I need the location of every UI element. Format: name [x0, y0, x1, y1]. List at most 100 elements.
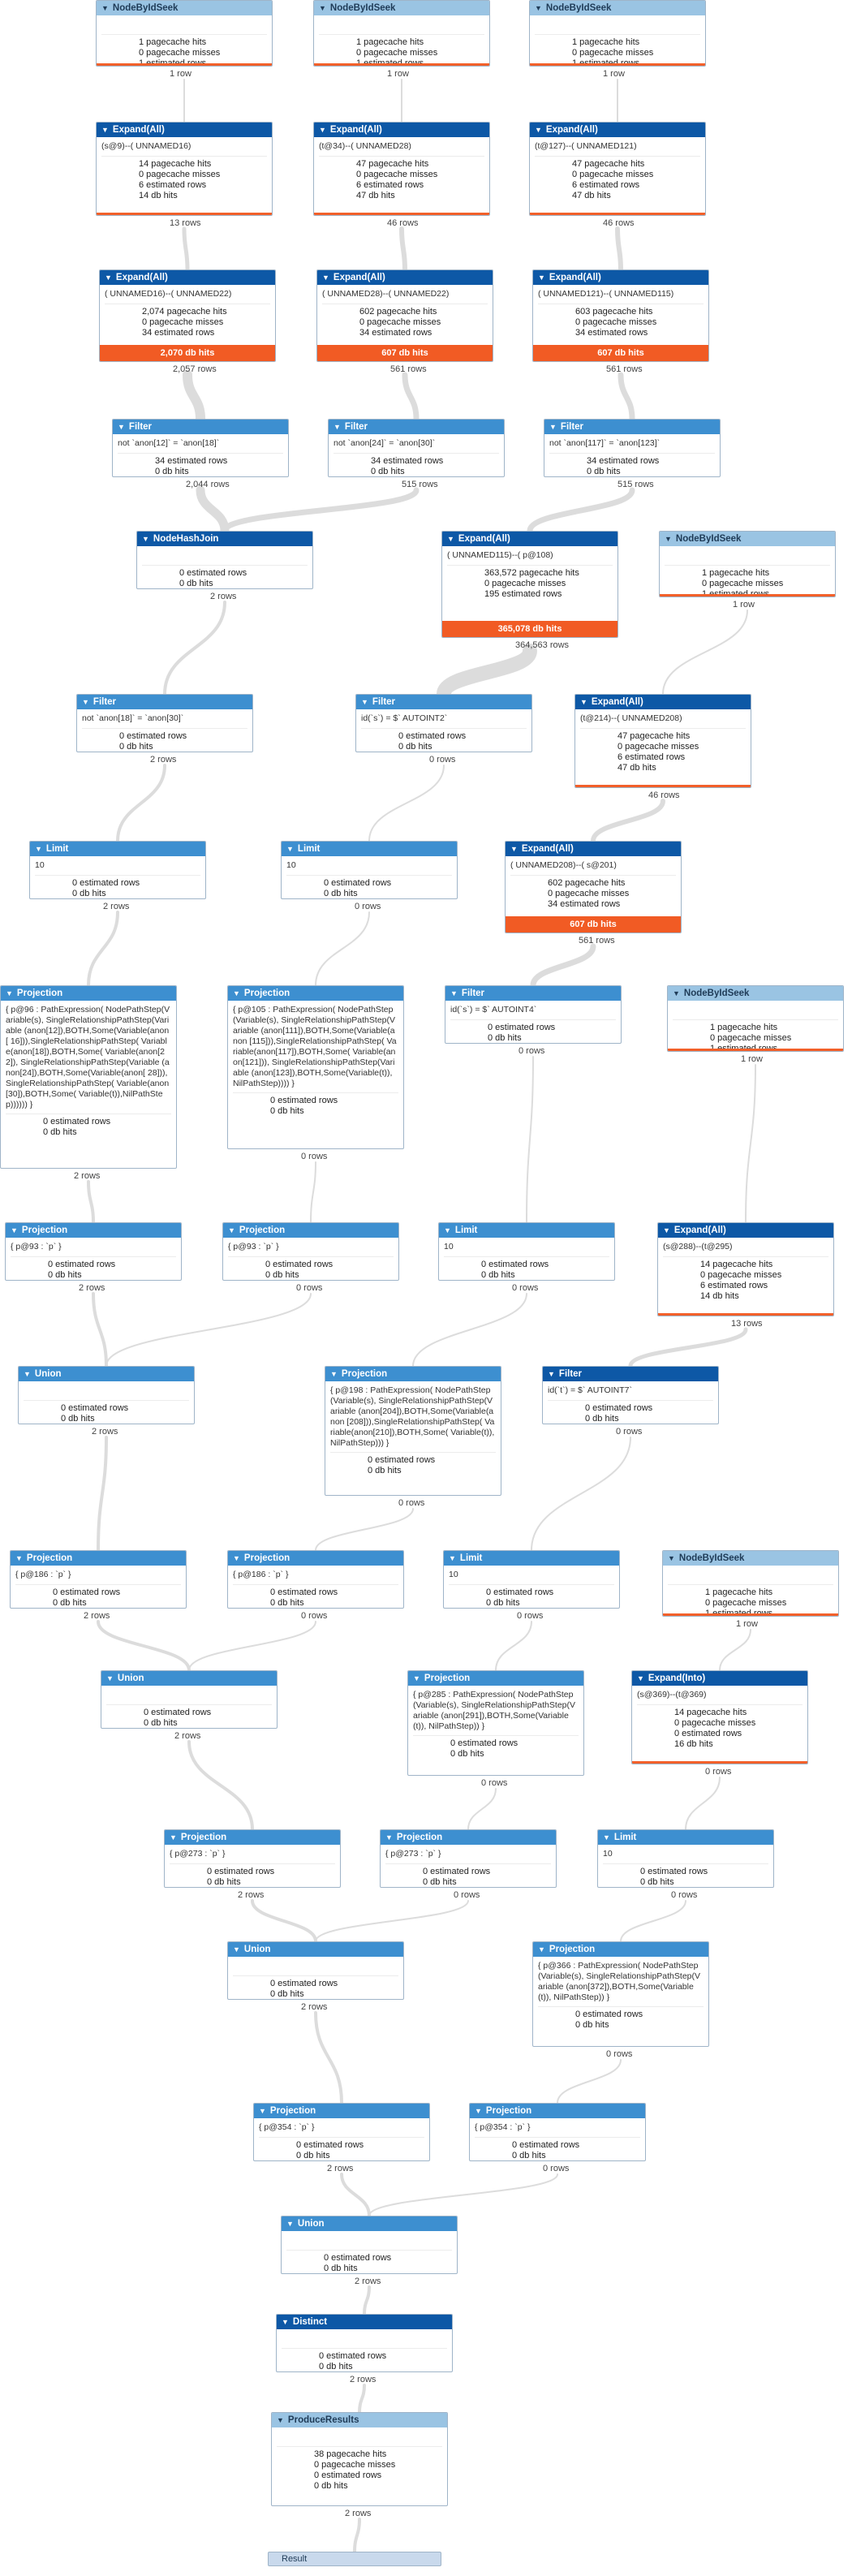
collapse-triangle-icon[interactable]: ▼: [142, 535, 149, 543]
operator-header[interactable]: ▼Limit: [598, 1830, 773, 1845]
operator-header[interactable]: ▼NodeHashJoin: [137, 532, 312, 546]
operator-expand-all-e2[interactable]: ▼Expand(All)( UNNAMED208)--( s@201)602 p…: [505, 841, 682, 933]
collapse-triangle-icon[interactable]: ▼: [277, 2416, 284, 2424]
collapse-triangle-icon[interactable]: ▼: [233, 1945, 240, 1954]
collapse-triangle-icon[interactable]: ▼: [319, 4, 326, 12]
collapse-triangle-icon[interactable]: ▼: [444, 1226, 451, 1234]
operator-header[interactable]: ▼Union: [228, 1942, 403, 1957]
operator-header[interactable]: ▼Expand(All): [314, 123, 489, 137]
collapse-triangle-icon[interactable]: ▼: [286, 845, 294, 853]
operator-header[interactable]: ▼Projection: [381, 1830, 556, 1845]
operator-header[interactable]: ▼Projection: [470, 2104, 645, 2118]
operator-header[interactable]: ▼NodeByIdSeek: [314, 1, 489, 15]
collapse-triangle-icon[interactable]: ▼: [82, 698, 89, 706]
collapse-triangle-icon[interactable]: ▼: [449, 1554, 456, 1562]
collapse-triangle-icon[interactable]: ▼: [665, 535, 672, 543]
collapse-triangle-icon[interactable]: ▼: [548, 1370, 555, 1378]
collapse-triangle-icon[interactable]: ▼: [282, 2318, 289, 2326]
operator-header[interactable]: ▼Filter: [544, 420, 720, 434]
operator-header[interactable]: ▼Projection: [223, 1223, 398, 1238]
operator-header[interactable]: ▼Expand(All): [442, 532, 617, 546]
operator-projection-q8[interactable]: ▼Projection{ p@354 : `p` }0 estimated ro…: [469, 2103, 646, 2161]
operator-projection-p1[interactable]: ▼Projection{ p@96 : PathExpression( Node…: [0, 985, 177, 1169]
operator-header[interactable]: ▼Expand(All): [100, 270, 275, 285]
operator-projection-q1[interactable]: ▼Projection{ p@93 : `p` }0 estimated row…: [5, 1222, 182, 1281]
operator-projection-q6[interactable]: ▼Projection{ p@273 : `p` }0 estimated ro…: [380, 1829, 557, 1888]
operator-header[interactable]: ▼Expand(All): [506, 842, 681, 856]
collapse-triangle-icon[interactable]: ▼: [319, 126, 326, 134]
operator-expand-all-b3[interactable]: ▼Expand(All)( UNNAMED28)--( UNNAMED22)60…: [316, 269, 493, 362]
operator-header[interactable]: ▼Expand(All): [533, 270, 708, 285]
operator-header[interactable]: ▼Projection: [254, 2104, 429, 2118]
collapse-triangle-icon[interactable]: ▼: [668, 1554, 675, 1562]
operator-header[interactable]: ▼Projection: [408, 1671, 583, 1686]
operator-header[interactable]: ▼Limit: [30, 842, 205, 856]
collapse-triangle-icon[interactable]: ▼: [361, 698, 368, 706]
collapse-triangle-icon[interactable]: ▼: [385, 1833, 393, 1842]
operator-header[interactable]: ▼NodeByIdSeek: [530, 1, 705, 15]
collapse-triangle-icon[interactable]: ▼: [510, 845, 518, 853]
operator-header[interactable]: ▼Limit: [444, 1551, 619, 1566]
operator-expand-all-a3[interactable]: ▼Expand(All)( UNNAMED16)--( UNNAMED22)2,…: [99, 269, 276, 362]
operator-header[interactable]: ▼NodeByIdSeek: [663, 1551, 838, 1566]
collapse-triangle-icon[interactable]: ▼: [447, 535, 454, 543]
operator-expand-all-e1[interactable]: ▼Expand(All)(t@214)--( UNNAMED208)47 pag…: [574, 694, 751, 788]
collapse-triangle-icon[interactable]: ▼: [580, 698, 587, 706]
collapse-triangle-icon[interactable]: ▼: [105, 274, 112, 282]
collapse-triangle-icon[interactable]: ▼: [233, 989, 240, 997]
collapse-triangle-icon[interactable]: ▼: [259, 2107, 266, 2115]
operator-expand-all-b2[interactable]: ▼Expand(All)(t@34)--( UNNAMED28)47 pagec…: [313, 122, 490, 216]
collapse-triangle-icon[interactable]: ▼: [450, 989, 458, 997]
collapse-triangle-icon[interactable]: ▼: [475, 2107, 482, 2115]
operator-projection-p5[interactable]: ▼Projection{ p@366 : PathExpression( Nod…: [532, 1941, 709, 2047]
operator-expand-all-a2[interactable]: ▼Expand(All)(s@9)--( UNNAMED16)14 pageca…: [96, 122, 273, 216]
operator-header[interactable]: ▼NodeByIdSeek: [97, 1, 272, 15]
operator-header[interactable]: ▼Expand(All): [530, 123, 705, 137]
operator-header[interactable]: ▼Projection: [325, 1367, 501, 1381]
collapse-triangle-icon[interactable]: ▼: [535, 4, 542, 12]
operator-header[interactable]: ▼Expand(All): [658, 1223, 833, 1238]
collapse-triangle-icon[interactable]: ▼: [11, 1226, 18, 1234]
collapse-triangle-icon[interactable]: ▼: [15, 1554, 23, 1562]
operator-expand-all-c2[interactable]: ▼Expand(All)(t@127)--( UNNAMED121)47 pag…: [529, 122, 706, 216]
operator-header[interactable]: ▼Projection: [6, 1223, 181, 1238]
collapse-triangle-icon[interactable]: ▼: [106, 1674, 114, 1682]
operator-projection-q5[interactable]: ▼Projection{ p@273 : `p` }0 estimated ro…: [164, 1829, 341, 1888]
collapse-triangle-icon[interactable]: ▼: [637, 1674, 644, 1682]
operator-projection-q7[interactable]: ▼Projection{ p@354 : `p` }0 estimated ro…: [253, 2103, 430, 2161]
operator-expand-all-e3[interactable]: ▼Expand(All)(s@288)--(t@295)14 pagecache…: [657, 1222, 834, 1316]
collapse-triangle-icon[interactable]: ▼: [101, 4, 109, 12]
collapse-triangle-icon[interactable]: ▼: [24, 1370, 31, 1378]
collapse-triangle-icon[interactable]: ▼: [413, 1674, 420, 1682]
operator-header[interactable]: ▼NodeByIdSeek: [668, 986, 843, 1001]
operator-projection-p4[interactable]: ▼Projection{ p@285 : PathExpression( Nod…: [407, 1670, 584, 1776]
collapse-triangle-icon[interactable]: ▼: [228, 1226, 235, 1234]
collapse-triangle-icon[interactable]: ▼: [35, 845, 42, 853]
operator-projection-q4[interactable]: ▼Projection{ p@186 : `p` }0 estimated ro…: [227, 1550, 404, 1609]
operator-header[interactable]: ▼Projection: [165, 1830, 340, 1845]
operator-header[interactable]: ▼Union: [282, 2216, 457, 2231]
operator-header[interactable]: ▼Expand(Into): [632, 1671, 807, 1686]
operator-projection-q3[interactable]: ▼Projection{ p@186 : `p` }0 estimated ro…: [10, 1550, 187, 1609]
operator-header[interactable]: ▼Filter: [543, 1367, 718, 1381]
collapse-triangle-icon[interactable]: ▼: [673, 989, 680, 997]
operator-header[interactable]: ▼Filter: [77, 695, 252, 709]
operator-header[interactable]: ▼Expand(All): [97, 123, 272, 137]
operator-header[interactable]: ▼Projection: [228, 986, 403, 1001]
